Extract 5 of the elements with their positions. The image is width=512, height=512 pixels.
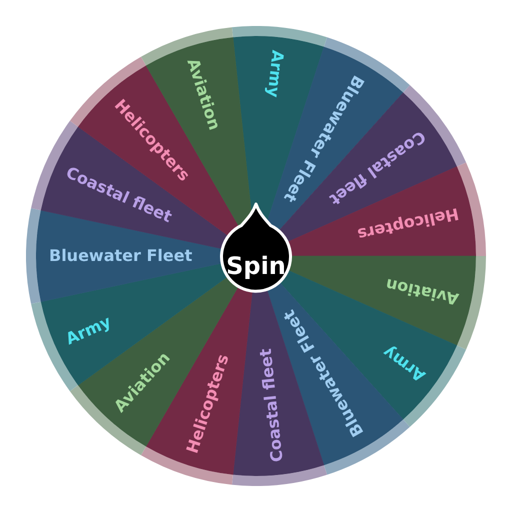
segment-label: Bluewater Fleet [49,246,192,266]
segment-label: Aviation [384,274,461,309]
segment-label: Coastal fleet [256,348,287,463]
spin-button: Spin [219,201,293,293]
segment-label: Army [262,49,288,98]
